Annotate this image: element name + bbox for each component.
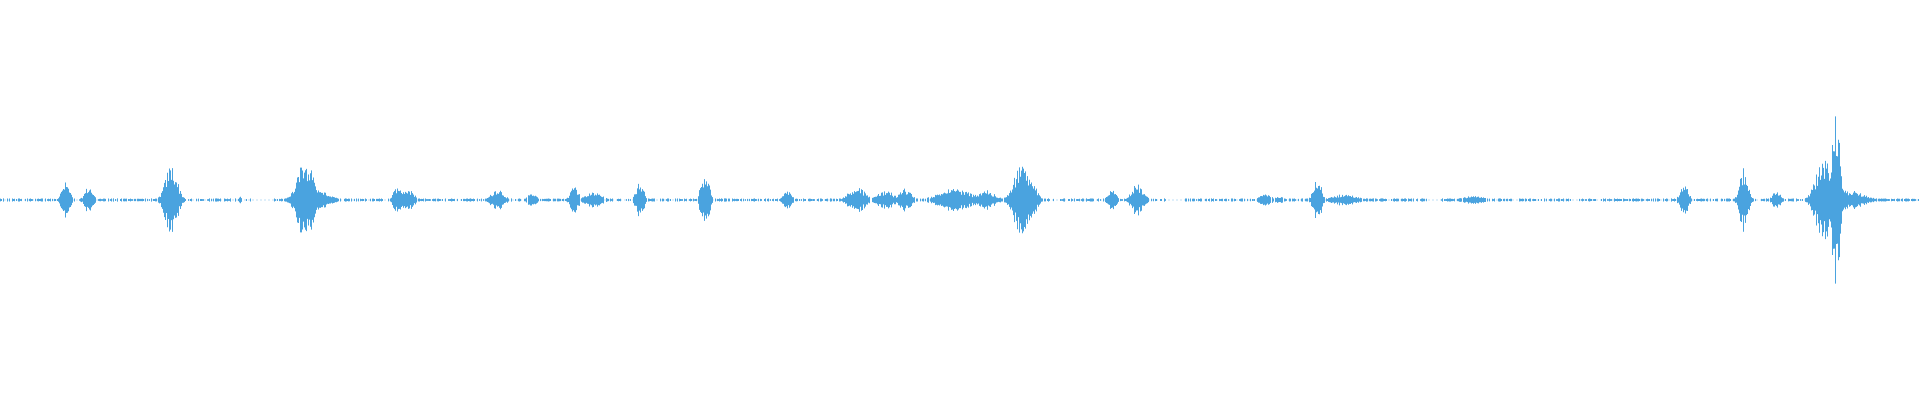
audio-waveform [0,116,1919,284]
waveform-panel [0,116,1919,284]
